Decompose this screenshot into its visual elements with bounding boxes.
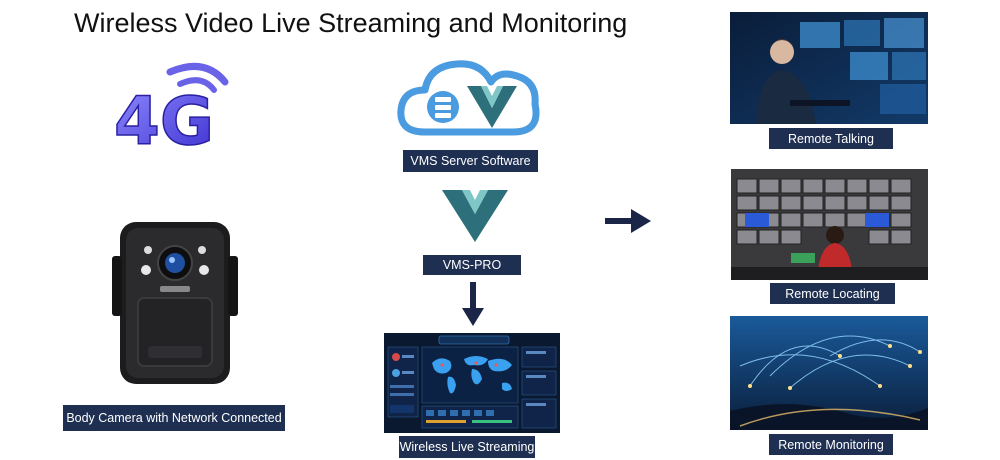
remote-locating-image <box>731 169 928 280</box>
4g-network-icon: 4G <box>110 62 240 162</box>
output-label-locating: Remote Locating <box>770 283 895 304</box>
streaming-dashboard-image <box>384 333 560 433</box>
page-title: Wireless Video Live Streaming and Monito… <box>74 8 628 38</box>
vms-pro-logo-icon <box>440 188 510 244</box>
output-label-monitoring: Remote Monitoring <box>769 434 893 455</box>
body-camera-image <box>112 216 238 388</box>
streaming-label: Wireless Live Streaming <box>399 436 535 458</box>
4g-badge-text: 4G <box>114 83 214 160</box>
output-label-talking: Remote Talking <box>769 128 893 149</box>
cloud-server-icon <box>395 52 545 142</box>
remote-talking-image <box>730 12 928 124</box>
vms-pro-label: VMS-PRO <box>423 255 521 275</box>
server-label: VMS Server Software <box>403 150 538 172</box>
right-arrow-icon <box>605 209 651 233</box>
remote-monitoring-image <box>730 316 928 430</box>
camera-label: Body Camera with Network Connected <box>63 405 285 431</box>
down-arrow-icon <box>462 282 484 326</box>
